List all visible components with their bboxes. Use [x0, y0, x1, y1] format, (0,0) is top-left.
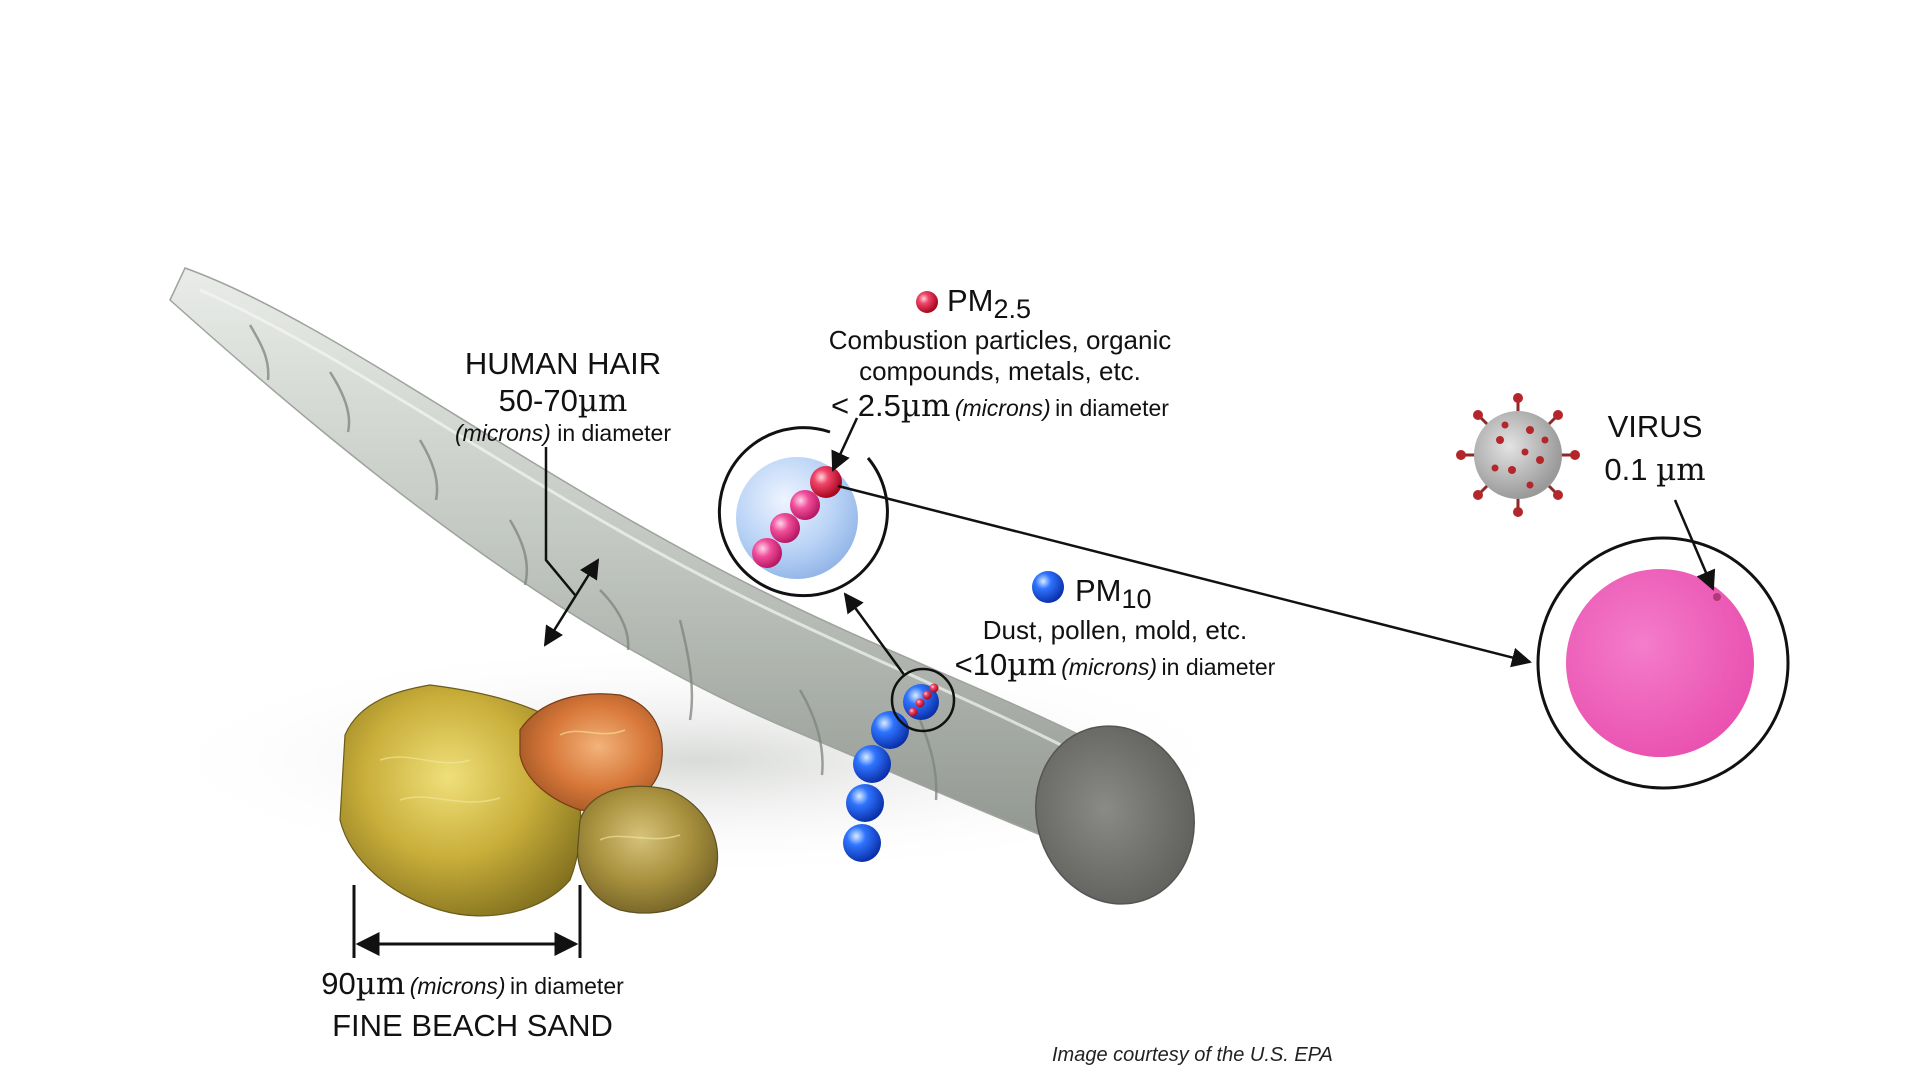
pm10-desc: Dust, pollen, mold, etc. — [982, 615, 1248, 645]
pm25-description: Combustion particles, organic compounds,… — [800, 325, 1200, 426]
pm10-particle-chain — [843, 711, 909, 862]
sand-title: FINE BEACH SAND — [332, 1008, 613, 1044]
pm10-to-pm25-arrow — [843, 592, 907, 677]
pm10-name: PM — [1075, 573, 1122, 608]
human-hair-title: HUMAN HAIR — [464, 346, 662, 381]
pm25-desc-line1: Combustion particles, organic — [828, 325, 1172, 355]
virus-magnified-view — [1536, 536, 1790, 790]
pm10-legend-dot — [1032, 571, 1064, 603]
human-hair-tail: in diameter — [557, 420, 671, 447]
pm25-magnified-view — [717, 426, 889, 598]
pm25-desc-line2: compounds, metals, etc. — [859, 356, 1141, 387]
pm10-subscript: 10 — [1121, 584, 1152, 614]
pm10-zoom-circle — [890, 667, 956, 733]
pm10-tail: in diameter — [1161, 654, 1276, 681]
pm25-pointer-arrow — [831, 417, 859, 472]
virus-pointer-arrow — [1673, 499, 1716, 591]
pm25-size: < 2.5 — [831, 388, 901, 424]
virus-title: VIRUS — [1607, 409, 1703, 444]
pm25-tail: in diameter — [1055, 395, 1169, 422]
sand-unit: µm — [355, 966, 406, 1002]
pm25-unit: µm — [900, 388, 951, 425]
pm10-heading: PM10 — [1075, 572, 1152, 615]
pm25-to-virus-arrow — [837, 484, 1532, 668]
human-hair-label: HUMAN HAIR 50-70µm (microns) in diameter — [440, 345, 686, 448]
pm10-description: Dust, pollen, mold, etc. <10µm (microns)… — [935, 615, 1295, 684]
sand-tail: in diameter — [510, 973, 624, 999]
human-hair-unit-word: (microns) — [454, 420, 551, 447]
human-hair-unit: µm — [577, 383, 628, 420]
virus-label: VIRUS 0.1 µm — [1580, 408, 1730, 489]
sand-label: 90µm (microns) in diameter FINE BEACH SA… — [300, 965, 645, 1044]
pm10-unit: µm — [1007, 647, 1057, 684]
pm25-unit-word: (microns) — [954, 395, 1051, 422]
virus-dot — [1713, 593, 1721, 601]
hair-cross-section — [1035, 725, 1195, 905]
pm25-heading: PM2.5 — [947, 282, 1031, 325]
pm10-size: <10 — [954, 647, 1008, 683]
pm10-unit-word: (microns) — [1061, 654, 1158, 681]
sand-unit-word: (microns) — [409, 973, 506, 999]
pm25-legend-dot — [916, 291, 938, 313]
sand-size: 90 — [321, 966, 356, 1001]
hair-width-indicator — [543, 447, 600, 647]
pm25-name: PM — [947, 283, 994, 318]
coronavirus-icon — [1456, 393, 1580, 517]
image-credit: Image courtesy of the U.S. EPA — [1052, 1044, 1333, 1066]
human-hair-size: 50-70 — [498, 383, 578, 419]
virus-size: 0.1 — [1604, 452, 1648, 488]
sand-width-dimension — [352, 885, 582, 958]
pm25-mini-chain — [908, 683, 939, 717]
virus-unit: µm — [1656, 452, 1706, 489]
sand-grains-illustration — [339, 684, 719, 917]
pm25-subscript: 2.5 — [993, 294, 1032, 324]
